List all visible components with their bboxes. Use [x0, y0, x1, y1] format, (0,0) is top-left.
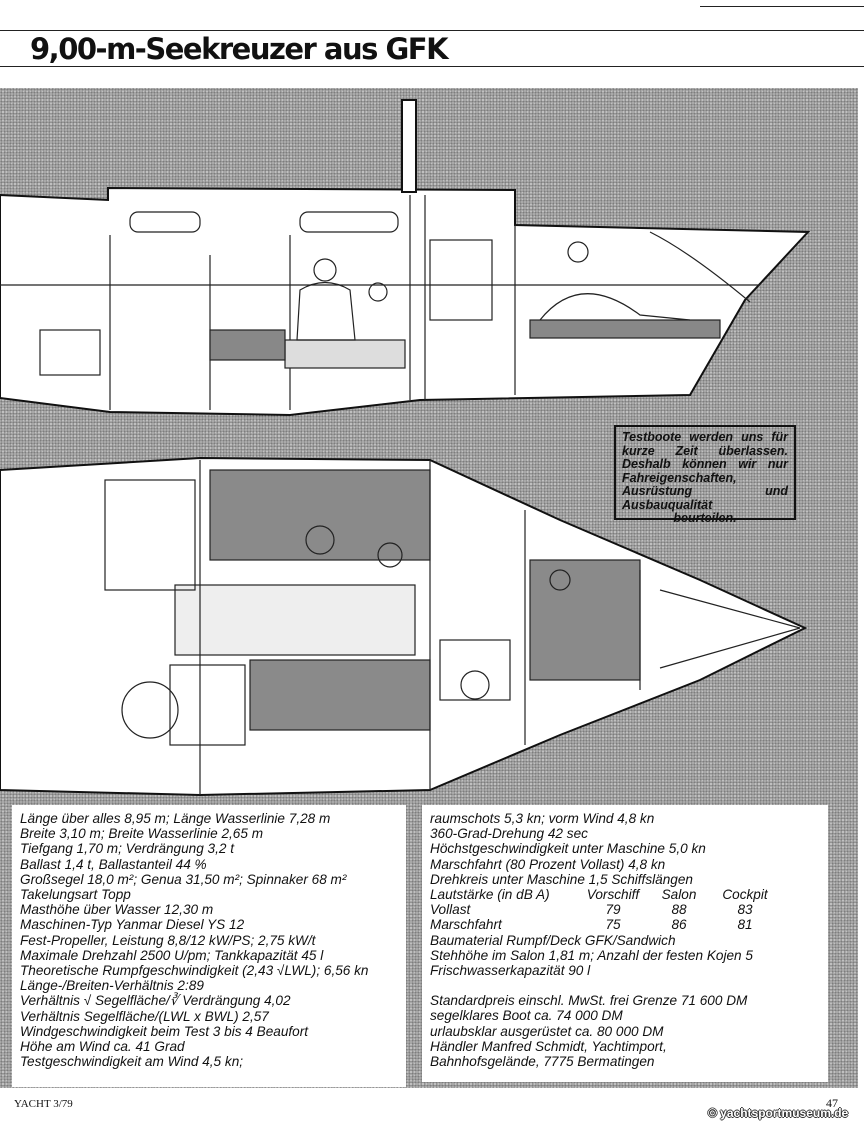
spec-line: Frischwasserkapazität 90 l	[430, 963, 591, 979]
spec-line: Baumaterial Rumpf/Deck GFK/Sandwich	[430, 932, 676, 948]
spec-line: Großsegel 18,0 m²; Genua 31,50 m²; Spinn…	[20, 871, 347, 887]
plan-view-interior	[104, 460, 801, 795]
noise-cell: 79	[605, 902, 621, 918]
spec-line: Tiefgang 1,70 m; Verdrängung 3,2 t	[20, 841, 234, 857]
spec-line: Ballast 1,4 t, Ballastanteil 44 %	[20, 856, 207, 872]
noise-row-label: Vollast	[430, 902, 471, 918]
spec-line: Verhältnis Segelfläche/(LWL x BWL) 2,57	[20, 1008, 269, 1024]
noise-table-row: Marschfahrt 75 86 81	[430, 917, 820, 932]
price-line: urlaubsklar ausgerüstet ca. 80 000 DM	[430, 1023, 664, 1039]
specs-left-box: Länge über alles 8,95 m; Länge Wasserlin…	[12, 805, 406, 1087]
price-line: Standardpreis einschl. MwSt. frei Grenze…	[430, 993, 748, 1009]
noise-cell: 75	[605, 917, 621, 933]
page-number: 47	[826, 1096, 838, 1110]
spec-line: Breite 3,10 m; Breite Wasserlinie 2,65 m	[20, 826, 264, 842]
cutaway-illustration	[0, 88, 858, 1088]
noise-cell: 83	[737, 902, 753, 918]
price-line: segelklares Boot ca. 74 000 DM	[430, 1008, 623, 1024]
spec-line: Fest-Propeller, Leistung 8,8/12 kW/PS; 2…	[20, 932, 316, 948]
spec-line: raumschots 5,3 kn; vorm Wind 4,8 kn	[430, 811, 655, 826]
noise-header-vorschiff: Vorschiff	[586, 887, 640, 903]
noise-cell: 88	[671, 902, 687, 918]
spec-line: Testgeschwindigkeit am Wind 4,5 kn;	[20, 1054, 244, 1070]
spec-line: Verhältnis √ Segelfläche/∛ Verdrängung 4…	[20, 993, 291, 1009]
spec-line: Windgeschwindigkeit beim Test 3 bis 4 Be…	[20, 1023, 309, 1039]
side-view-hull	[0, 99, 811, 417]
noise-header-salon: Salon	[661, 887, 697, 903]
spec-line: Marschfahrt (80 Prozent Vollast) 4,8 kn	[430, 856, 666, 872]
noise-table-row: Vollast 79 88 83	[430, 902, 820, 917]
noise-header-label: Lautstärke (in dB A)	[430, 887, 550, 903]
dealer-line: Bahnhofsgelände, 7775 Bermatingen	[430, 1054, 655, 1070]
spec-line: Höchstgeschwindigkeit unter Maschine 5,0…	[430, 841, 706, 857]
spec-line: Maximale Drehzahl 2500 U/pm; Tankkapazit…	[20, 947, 324, 963]
spec-line: Stehhöhe im Salon 1,81 m; Anzahl der fes…	[430, 947, 753, 963]
specs-right-box: raumschots 5,3 kn; vorm Wind 4,8 kn 360-…	[422, 805, 828, 1082]
spec-line: Länge-/Breiten-Verhältnis 2:89	[20, 978, 204, 994]
notice-box: Testboote werden uns für kurze Zeit über…	[614, 425, 796, 525]
notice-text-last: beurteilen.	[673, 511, 737, 525]
dealer-line: Händler Manfred Schmidt, Yachtimport,	[430, 1038, 667, 1054]
noise-row-label: Marschfahrt	[430, 917, 502, 933]
spec-line: Masthöhe über Wasser 12,30 m	[20, 902, 214, 918]
spec-line: Takelungsart Topp	[20, 887, 131, 903]
spec-line: Drehkreis unter Maschine 1,5 Schiffsläng…	[430, 871, 693, 887]
spec-line: 360-Grad-Drehung 42 sec	[430, 826, 588, 842]
spec-line: Länge über alles 8,95 m; Länge Wasserlin…	[20, 811, 331, 826]
noise-cell: 81	[737, 917, 753, 933]
header-rule-bottom	[0, 66, 864, 67]
noise-cell: 86	[671, 917, 687, 933]
header-rule-top	[0, 30, 864, 31]
noise-header-cockpit: Cockpit	[722, 887, 768, 903]
spec-line: Theoretische Rumpfgeschwindigkeit (2,43 …	[20, 963, 369, 979]
spec-line: Höhe am Wind ca. 41 Grad	[20, 1039, 185, 1055]
noise-table-header: Lautstärke (in dB A) Vorschiff Salon Coc…	[430, 887, 820, 902]
boat-drawings	[0, 99, 811, 797]
magazine-issue: YACHT 3/79	[14, 1098, 73, 1110]
top-rule	[700, 6, 864, 7]
side-view-interior	[0, 195, 760, 410]
spec-line: Maschinen-Typ Yanmar Diesel YS 12	[20, 917, 245, 933]
notice-text: Testboote werden uns für kurze Zeit über…	[622, 430, 788, 512]
page-title: 9,00-m-Seekreuzer aus GFK	[30, 32, 449, 66]
watermark: © yachtsportmuseum.de	[708, 1106, 849, 1120]
